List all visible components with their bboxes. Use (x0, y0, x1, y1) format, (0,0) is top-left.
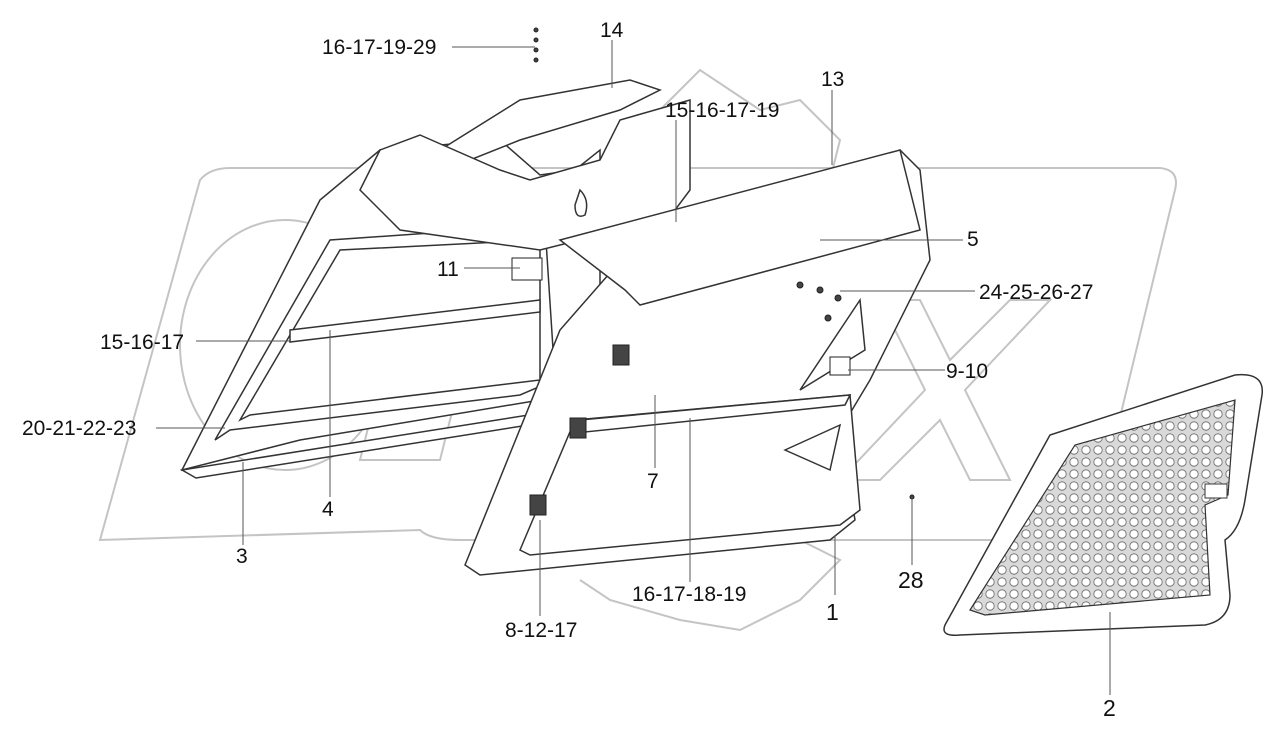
callout-7: 7 (647, 470, 659, 493)
callout-28: 28 (898, 567, 924, 593)
callout-1: 1 (826, 599, 839, 625)
callout-14: 14 (600, 19, 624, 42)
leader-lines (156, 40, 1111, 695)
callout-16-17-18-19: 16-17-18-19 (632, 583, 747, 606)
callout-4: 4 (322, 498, 334, 521)
callout-16-17-19-29: 16-17-19-29 (322, 36, 437, 59)
callout-15-16-17: 15-16-17 (100, 331, 185, 354)
callout-5: 5 (967, 228, 979, 251)
hardware-details (511, 27, 915, 516)
callout-13: 13 (821, 68, 845, 91)
perforated-grille-panel (943, 373, 1263, 637)
callout-15-16-17-19: 15-16-17-19 (665, 99, 780, 122)
callout-11: 11 (437, 258, 459, 281)
right-side-panel (464, 149, 931, 576)
callout-24-25-26-27: 24-25-26-27 (979, 281, 1094, 304)
callout-2: 2 (1103, 695, 1116, 721)
callout-20-21-22-23: 20-21-22-23 (22, 417, 137, 440)
callout-3: 3 (236, 545, 248, 568)
callout-8-12-17: 8-12-17 (505, 619, 578, 642)
upper-back-housing (359, 79, 691, 251)
callout-9-10: 9-10 (946, 360, 989, 383)
